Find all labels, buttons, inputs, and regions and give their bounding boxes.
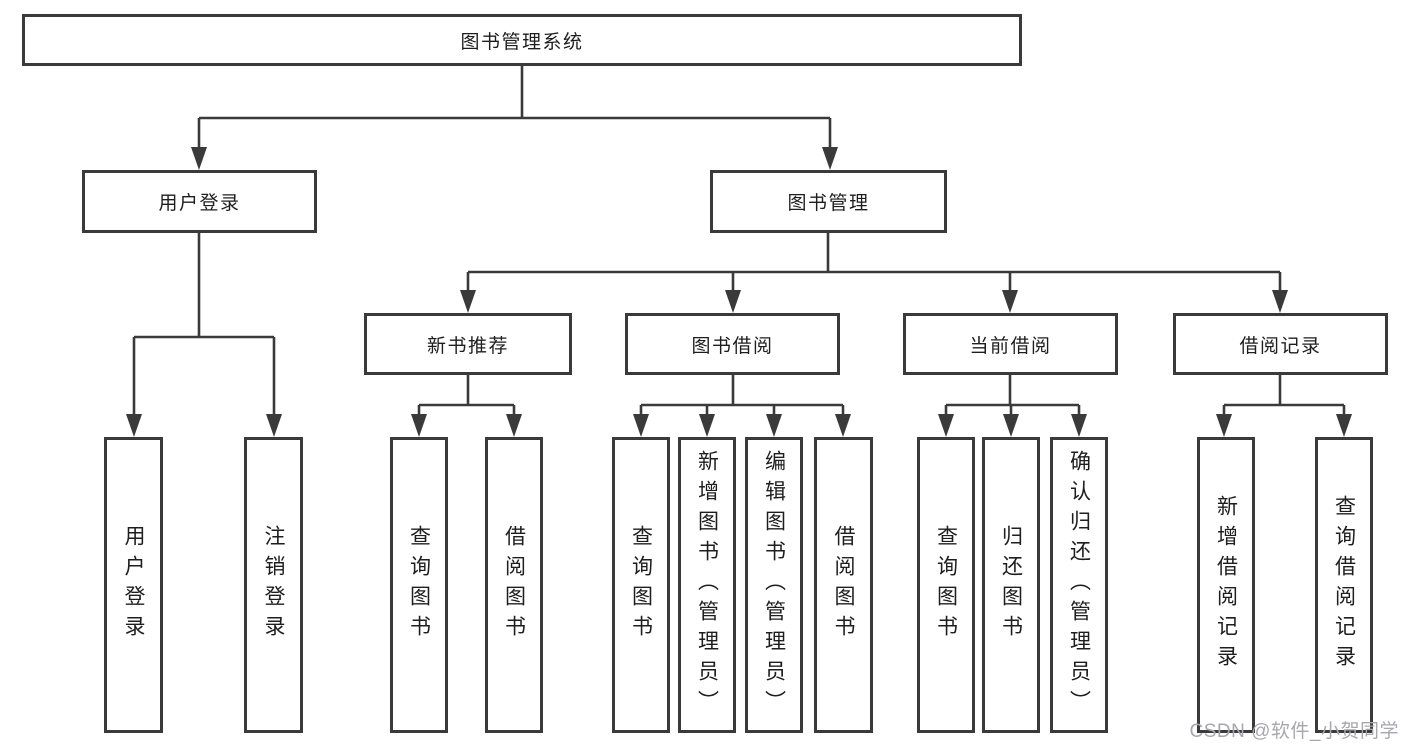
leaf-query-borrow-record-label: 查询借阅记录 [1332, 495, 1356, 675]
node-book-borrow: 图书借阅 [625, 313, 840, 375]
leaf-query-books-current-label: 查询图书 [934, 525, 958, 645]
node-library-system-label: 图书管理系统 [460, 31, 584, 53]
leaf-logout-label: 注销登录 [262, 525, 285, 645]
leaf-user-login-label: 用户登录 [122, 525, 145, 645]
leaf-confirm-return-admin: 确认归还（管理员） [1050, 437, 1108, 733]
node-current-borrow: 当前借阅 [903, 313, 1118, 375]
leaf-edit-books-admin-label: 编辑图书（管理员） [762, 450, 786, 720]
node-user-login: 用户登录 [82, 170, 317, 233]
node-book-borrow-label: 图书借阅 [691, 335, 774, 357]
leaf-borrow-books-recommend-label: 借阅图书 [502, 525, 526, 645]
leaf-add-borrow-record: 新增借阅记录 [1197, 437, 1255, 733]
node-user-login-label: 用户登录 [158, 193, 241, 214]
leaf-borrow-books-label: 借阅图书 [832, 525, 855, 645]
node-new-book-recommend: 新书推荐 [364, 313, 572, 375]
csdn-watermark: CSDN @软件_小贺同学 [1189, 721, 1399, 742]
leaf-add-books-admin-label: 新增图书（管理员） [695, 450, 719, 720]
leaf-return-books-label: 归还图书 [999, 525, 1023, 645]
leaf-edit-books-admin: 编辑图书（管理员） [745, 437, 803, 733]
leaf-add-books-admin: 新增图书（管理员） [678, 437, 736, 733]
leaf-add-borrow-record-label: 新增借阅记录 [1214, 495, 1238, 675]
leaf-query-borrow-record: 查询借阅记录 [1315, 437, 1373, 733]
leaf-borrow-books-recommend: 借阅图书 [485, 437, 543, 733]
leaf-query-books-current: 查询图书 [917, 437, 975, 733]
leaf-query-books-recommend: 查询图书 [390, 437, 448, 733]
leaf-return-books: 归还图书 [982, 437, 1040, 733]
node-library-system: 图书管理系统 [22, 14, 1022, 66]
leaf-query-books-borrow: 查询图书 [612, 437, 670, 733]
node-borrow-records: 借阅记录 [1173, 313, 1388, 375]
node-current-borrow-label: 当前借阅 [969, 335, 1052, 357]
node-new-book-recommend-label: 新书推荐 [426, 335, 509, 357]
leaf-logout: 注销登录 [244, 437, 303, 733]
leaf-user-login: 用户登录 [104, 437, 163, 733]
leaf-confirm-return-admin-label: 确认归还（管理员） [1067, 450, 1091, 720]
node-borrow-records-label: 借阅记录 [1239, 335, 1322, 357]
leaf-query-books-recommend-label: 查询图书 [407, 525, 431, 645]
node-book-management: 图书管理 [710, 170, 947, 233]
leaf-borrow-books: 借阅图书 [814, 437, 873, 733]
node-book-management-label: 图书管理 [787, 193, 870, 214]
leaf-query-books-borrow-label: 查询图书 [629, 525, 653, 645]
